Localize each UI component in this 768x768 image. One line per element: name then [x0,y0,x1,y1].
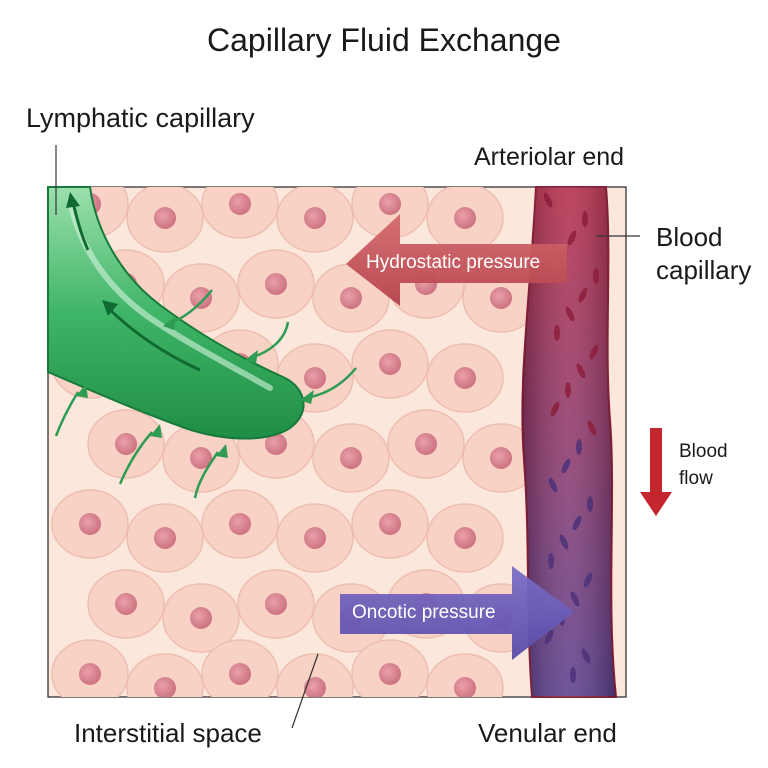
cell-nucleus [454,677,476,697]
cell-nucleus [79,663,101,685]
cell-nucleus [379,193,401,215]
cell-nucleus [415,433,437,455]
cell-nucleus [190,447,212,469]
cell-nucleus [304,527,326,549]
hydrostatic-pressure-label: Hydrostatic pressure [366,252,541,273]
cell-nucleus [154,207,176,229]
cell-nucleus [79,513,101,535]
blood-flow-label-line2: flow [679,468,713,489]
red-blood-cell [565,382,571,398]
red-blood-cell [561,458,571,474]
red-blood-cell [543,192,553,208]
cell-nucleus [190,607,212,629]
cell-nucleus [454,367,476,389]
cell-nucleus [379,513,401,535]
red-blood-cell [565,306,575,322]
red-blood-cell [548,477,558,493]
cell-nucleus [340,287,362,309]
blood-flow-label: Blood flow [679,438,728,492]
cell-nucleus [490,447,512,469]
interstitial-cell [426,653,504,697]
interstitial-leader-line [291,653,319,729]
cell-nucleus [229,193,251,215]
red-blood-cell [576,439,582,455]
cell-nucleus [379,353,401,375]
blood-capillary-label: Blood capillary [656,221,751,287]
cell-nucleus [490,287,512,309]
oncotic-pressure-arrow [340,566,574,660]
cell-nucleus [154,527,176,549]
red-blood-cell [576,363,586,379]
red-blood-cell [559,534,569,550]
interstitial-cell [126,653,204,697]
cell-nucleus [115,433,137,455]
red-blood-cell [567,230,577,246]
page-title: Capillary Fluid Exchange [207,22,561,58]
red-blood-cell [593,268,599,284]
red-blood-cell [550,401,560,417]
red-blood-cell [589,344,599,360]
red-blood-cell [572,515,582,531]
red-blood-cell [583,572,593,588]
blood-capillary [521,186,618,698]
cell-nucleus [265,433,287,455]
red-blood-cell [587,420,597,436]
cell-nucleus [379,663,401,685]
red-blood-cell [581,648,591,664]
red-blood-cell [544,629,554,645]
cell-nucleus [265,593,287,615]
interstitial-cells [51,187,540,697]
interstitial-space-label: Interstitial space [74,718,262,748]
cell-nucleus [190,287,212,309]
interstitial-cell [276,653,354,697]
lymphatic-capillary-label: Lymphatic capillary [26,103,255,133]
cell-nucleus [265,273,287,295]
cell-nucleus [229,513,251,535]
hydrostatic-pressure-arrow [346,214,567,306]
blood-flow-label-line1: Blood [679,441,728,462]
red-blood-cell [554,325,560,341]
cell-nucleus [304,207,326,229]
cell-nucleus [454,207,476,229]
arteriolar-end-label: Arteriolar end [474,143,625,171]
red-blood-cell [570,667,576,683]
cell-nucleus [304,677,326,697]
cell-nucleus [229,663,251,685]
red-blood-cell [570,591,580,607]
cell-nucleus [304,367,326,389]
cell-nucleus [340,447,362,469]
venular-end-label: Venular end [478,718,617,748]
cell-nucleus [115,593,137,615]
red-blood-cell [548,553,554,569]
lymphatic-capillary [47,186,305,440]
cell-nucleus [454,527,476,549]
red-blood-cell [587,496,593,512]
cell-nucleus [154,677,176,697]
blood-capillary-label-line2: capillary [656,255,752,285]
red-blood-cell [578,287,588,303]
blood-capillary-label-line1: Blood [656,222,723,252]
blood-flow-arrow [640,428,672,516]
red-blood-cell [582,211,588,227]
oncotic-pressure-label: Oncotic pressure [352,602,496,623]
